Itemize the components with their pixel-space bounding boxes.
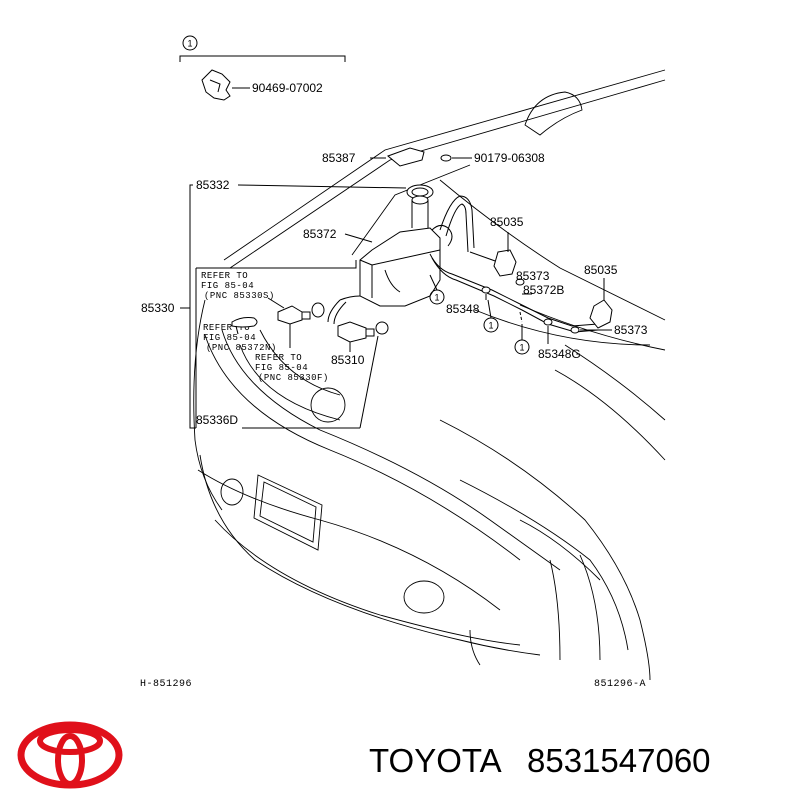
washer-nozzle-right-icon: [589, 299, 613, 329]
toyota-logo-icon: [17, 721, 123, 789]
refer-85372n-line2: FIG 85-04: [203, 333, 256, 343]
svg-text:1: 1: [519, 343, 524, 353]
hose-joint-right-icon: [570, 326, 580, 334]
washer-pump-upper-icon: [277, 302, 325, 325]
hose-clamp-icon: [481, 286, 491, 294]
refer-85330f-line3: (PNC 85330F): [258, 373, 329, 383]
footer-left-code: H-851296: [140, 679, 192, 690]
nut-icon: [440, 154, 452, 162]
label-90179-06308: 90179-06308: [474, 151, 545, 165]
washer-nozzle-left-icon: [493, 249, 517, 277]
washer-hose: [327, 195, 599, 333]
circle-ref-header-label: 1: [187, 39, 192, 49]
label-85387: 85387: [322, 151, 356, 165]
refer-85372n-line1: REFER TO: [203, 323, 250, 333]
footer-right-code: 851296-A: [594, 679, 646, 690]
hose-piece-icon: [231, 317, 258, 328]
label-85372: 85372: [303, 227, 337, 241]
circle-ref-1c: 1: [514, 324, 530, 355]
label-85310: 85310: [331, 353, 365, 367]
refer-85372n-line3: (PNC 85372N): [206, 343, 277, 353]
label-85373-right: 85373: [614, 323, 648, 337]
refer-85330s-line3: (PNC 85330S): [204, 291, 275, 301]
clip-part-icon: [201, 69, 231, 101]
label-85372b: 85372B: [523, 283, 564, 297]
svg-text:1: 1: [488, 321, 493, 331]
refer-85330f-line2: FIG 85-04: [255, 363, 308, 373]
circle-ref-1a: 1: [429, 274, 445, 305]
hose-clamp-g-icon: [543, 318, 553, 326]
label-85348g: 85348G: [538, 347, 581, 361]
label-85332: 85332: [196, 178, 230, 192]
brand-name: TOYOTA: [369, 742, 502, 779]
label-85336d: 85336D: [196, 413, 238, 427]
svg-text:1: 1: [434, 293, 439, 303]
label-85035-right: 85035: [584, 263, 618, 277]
label-85330: 85330: [141, 301, 175, 315]
refer-85330s-line1: REFER TO: [201, 271, 248, 281]
circle-ref-1b: 1: [483, 299, 499, 333]
circle-ref-header: [182, 35, 198, 51]
part-number: 8531547060: [527, 742, 711, 779]
label-85373-left: 85373: [516, 269, 550, 283]
label-90469-07002: 90469-07002: [252, 81, 323, 95]
hood-pad-icon: [387, 147, 425, 167]
bracket-header: 1: [179, 35, 346, 62]
refer-85330f-line1: REFER TO: [255, 353, 302, 363]
washer-tank-icon: [359, 195, 453, 307]
washer-pump-lower-icon: [337, 321, 389, 343]
label-85348: 85348: [446, 302, 480, 316]
hose-joint-left-icon: [515, 278, 525, 286]
refer-85330s-line2: FIG 85-04: [201, 281, 254, 291]
label-85035-left: 85035: [490, 215, 524, 229]
